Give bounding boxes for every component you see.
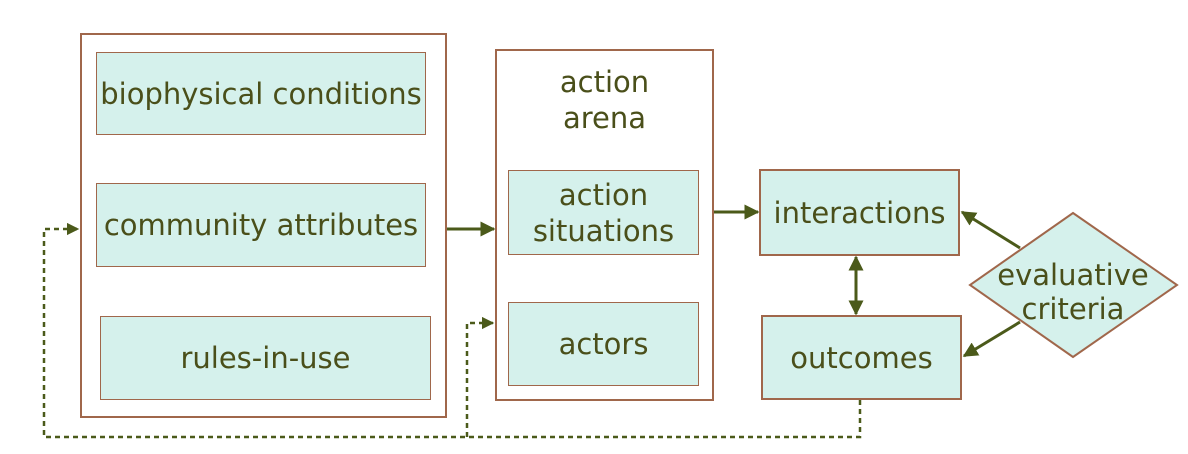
rules-in-use-box: rules-in-use — [100, 316, 431, 400]
evaluative-criteria-label: evaluative criteria — [985, 258, 1161, 326]
action-arena-title: action arena — [495, 64, 714, 136]
outcomes-box: outcomes — [761, 315, 962, 400]
feedback-to-exogenous — [42, 222, 862, 439]
actors-label: actors — [558, 327, 649, 361]
outcomes-label: outcomes — [790, 340, 933, 375]
action-situations-line2: situations — [532, 213, 675, 248]
arrow-criteria-to-interactions — [960, 210, 1021, 250]
interactions-label: interactions — [773, 195, 946, 230]
arrow-criteria-to-outcomes — [962, 320, 1021, 358]
community-attributes-label: community attributes — [103, 208, 419, 242]
feedback-to-arena — [465, 316, 495, 437]
action-arena-title-line1: action — [559, 65, 650, 99]
rules-in-use-label: rules-in-use — [180, 341, 351, 375]
evaluative-criteria-line2: criteria — [1021, 292, 1125, 326]
evaluative-criteria-line1: evaluative — [997, 258, 1149, 292]
biophysical-conditions-box: biophysical conditions — [96, 52, 426, 135]
biophysical-conditions-label: biophysical conditions — [100, 76, 422, 111]
action-situations-box: action situations — [508, 170, 699, 255]
evaluative-criteria-diamond — [968, 211, 1179, 359]
action-situations-line1: action — [558, 177, 649, 212]
interactions-box: interactions — [759, 169, 960, 256]
action-arena-title-line2: arena — [562, 101, 647, 135]
actors-box: actors — [508, 302, 699, 386]
community-attributes-box: community attributes — [96, 183, 426, 267]
